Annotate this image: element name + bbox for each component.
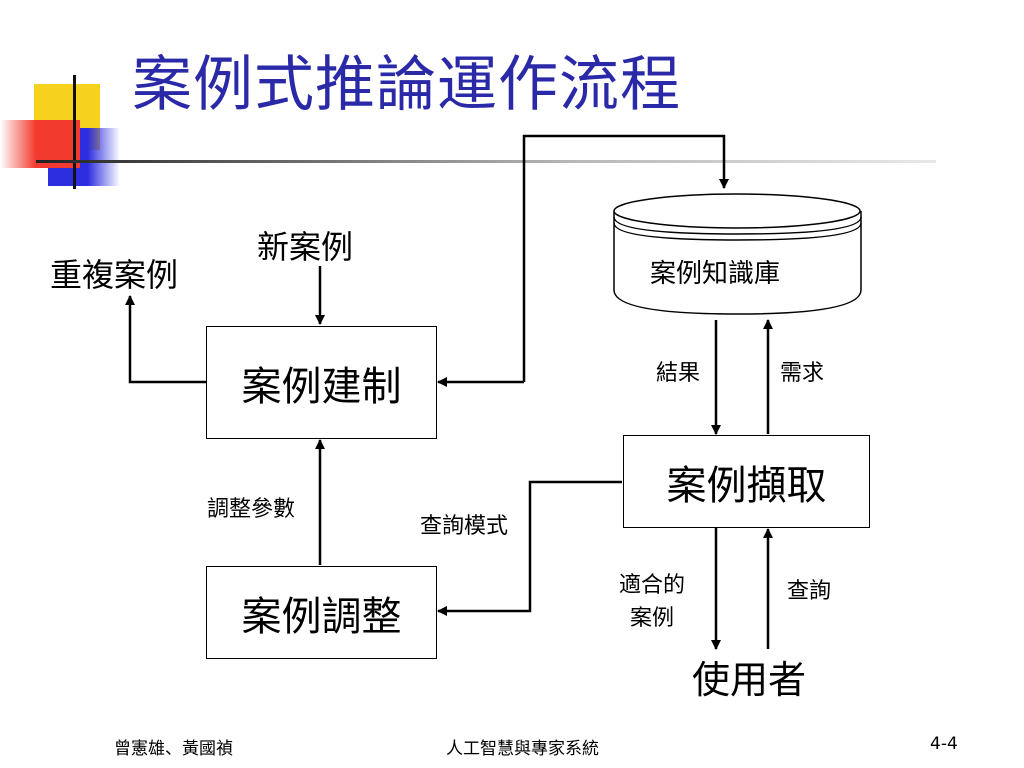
decorative-horizontal-rule bbox=[36, 160, 936, 163]
arrow-to-case-base bbox=[522, 134, 729, 382]
arrow-query-pattern bbox=[437, 480, 622, 616]
suitable-case-label-line1: 適合的 bbox=[619, 573, 686, 598]
case-build-box: 案例建制 bbox=[206, 326, 437, 439]
adjust-params-label: 調整參數 bbox=[207, 497, 296, 522]
duplicate-case-label: 重複案例 bbox=[50, 256, 179, 294]
suitable-case-label-line2: 案例 bbox=[630, 606, 675, 631]
query-pattern-label: 查詢模式 bbox=[420, 514, 509, 539]
decorative-vertical-line bbox=[73, 75, 76, 189]
case-build-label: 案例建制 bbox=[241, 363, 402, 410]
footer-authors: 曾憲雄、黃國禎 bbox=[114, 739, 233, 759]
case-adjust-label: 案例調整 bbox=[241, 593, 402, 640]
case-retrieve-label: 案例擷取 bbox=[666, 462, 827, 509]
arrow-duplicate-case bbox=[125, 295, 206, 384]
case-adjust-box: 案例調整 bbox=[206, 566, 437, 659]
new-case-label: 新案例 bbox=[257, 228, 354, 266]
footer-course: 人工智慧與專家系統 bbox=[446, 739, 599, 759]
result-label: 結果 bbox=[656, 361, 701, 386]
slide-title: 案例式推論運作流程 bbox=[132, 50, 681, 120]
demand-label: 需求 bbox=[780, 361, 825, 386]
case-retrieve-box: 案例擷取 bbox=[623, 435, 870, 528]
user-label: 使用者 bbox=[692, 658, 807, 702]
footer-page-number: 4-4 bbox=[930, 734, 958, 754]
database-cylinder bbox=[613, 193, 862, 315]
case-base-label: 案例知識庫 bbox=[650, 259, 781, 289]
query-label: 查詢 bbox=[787, 579, 832, 604]
